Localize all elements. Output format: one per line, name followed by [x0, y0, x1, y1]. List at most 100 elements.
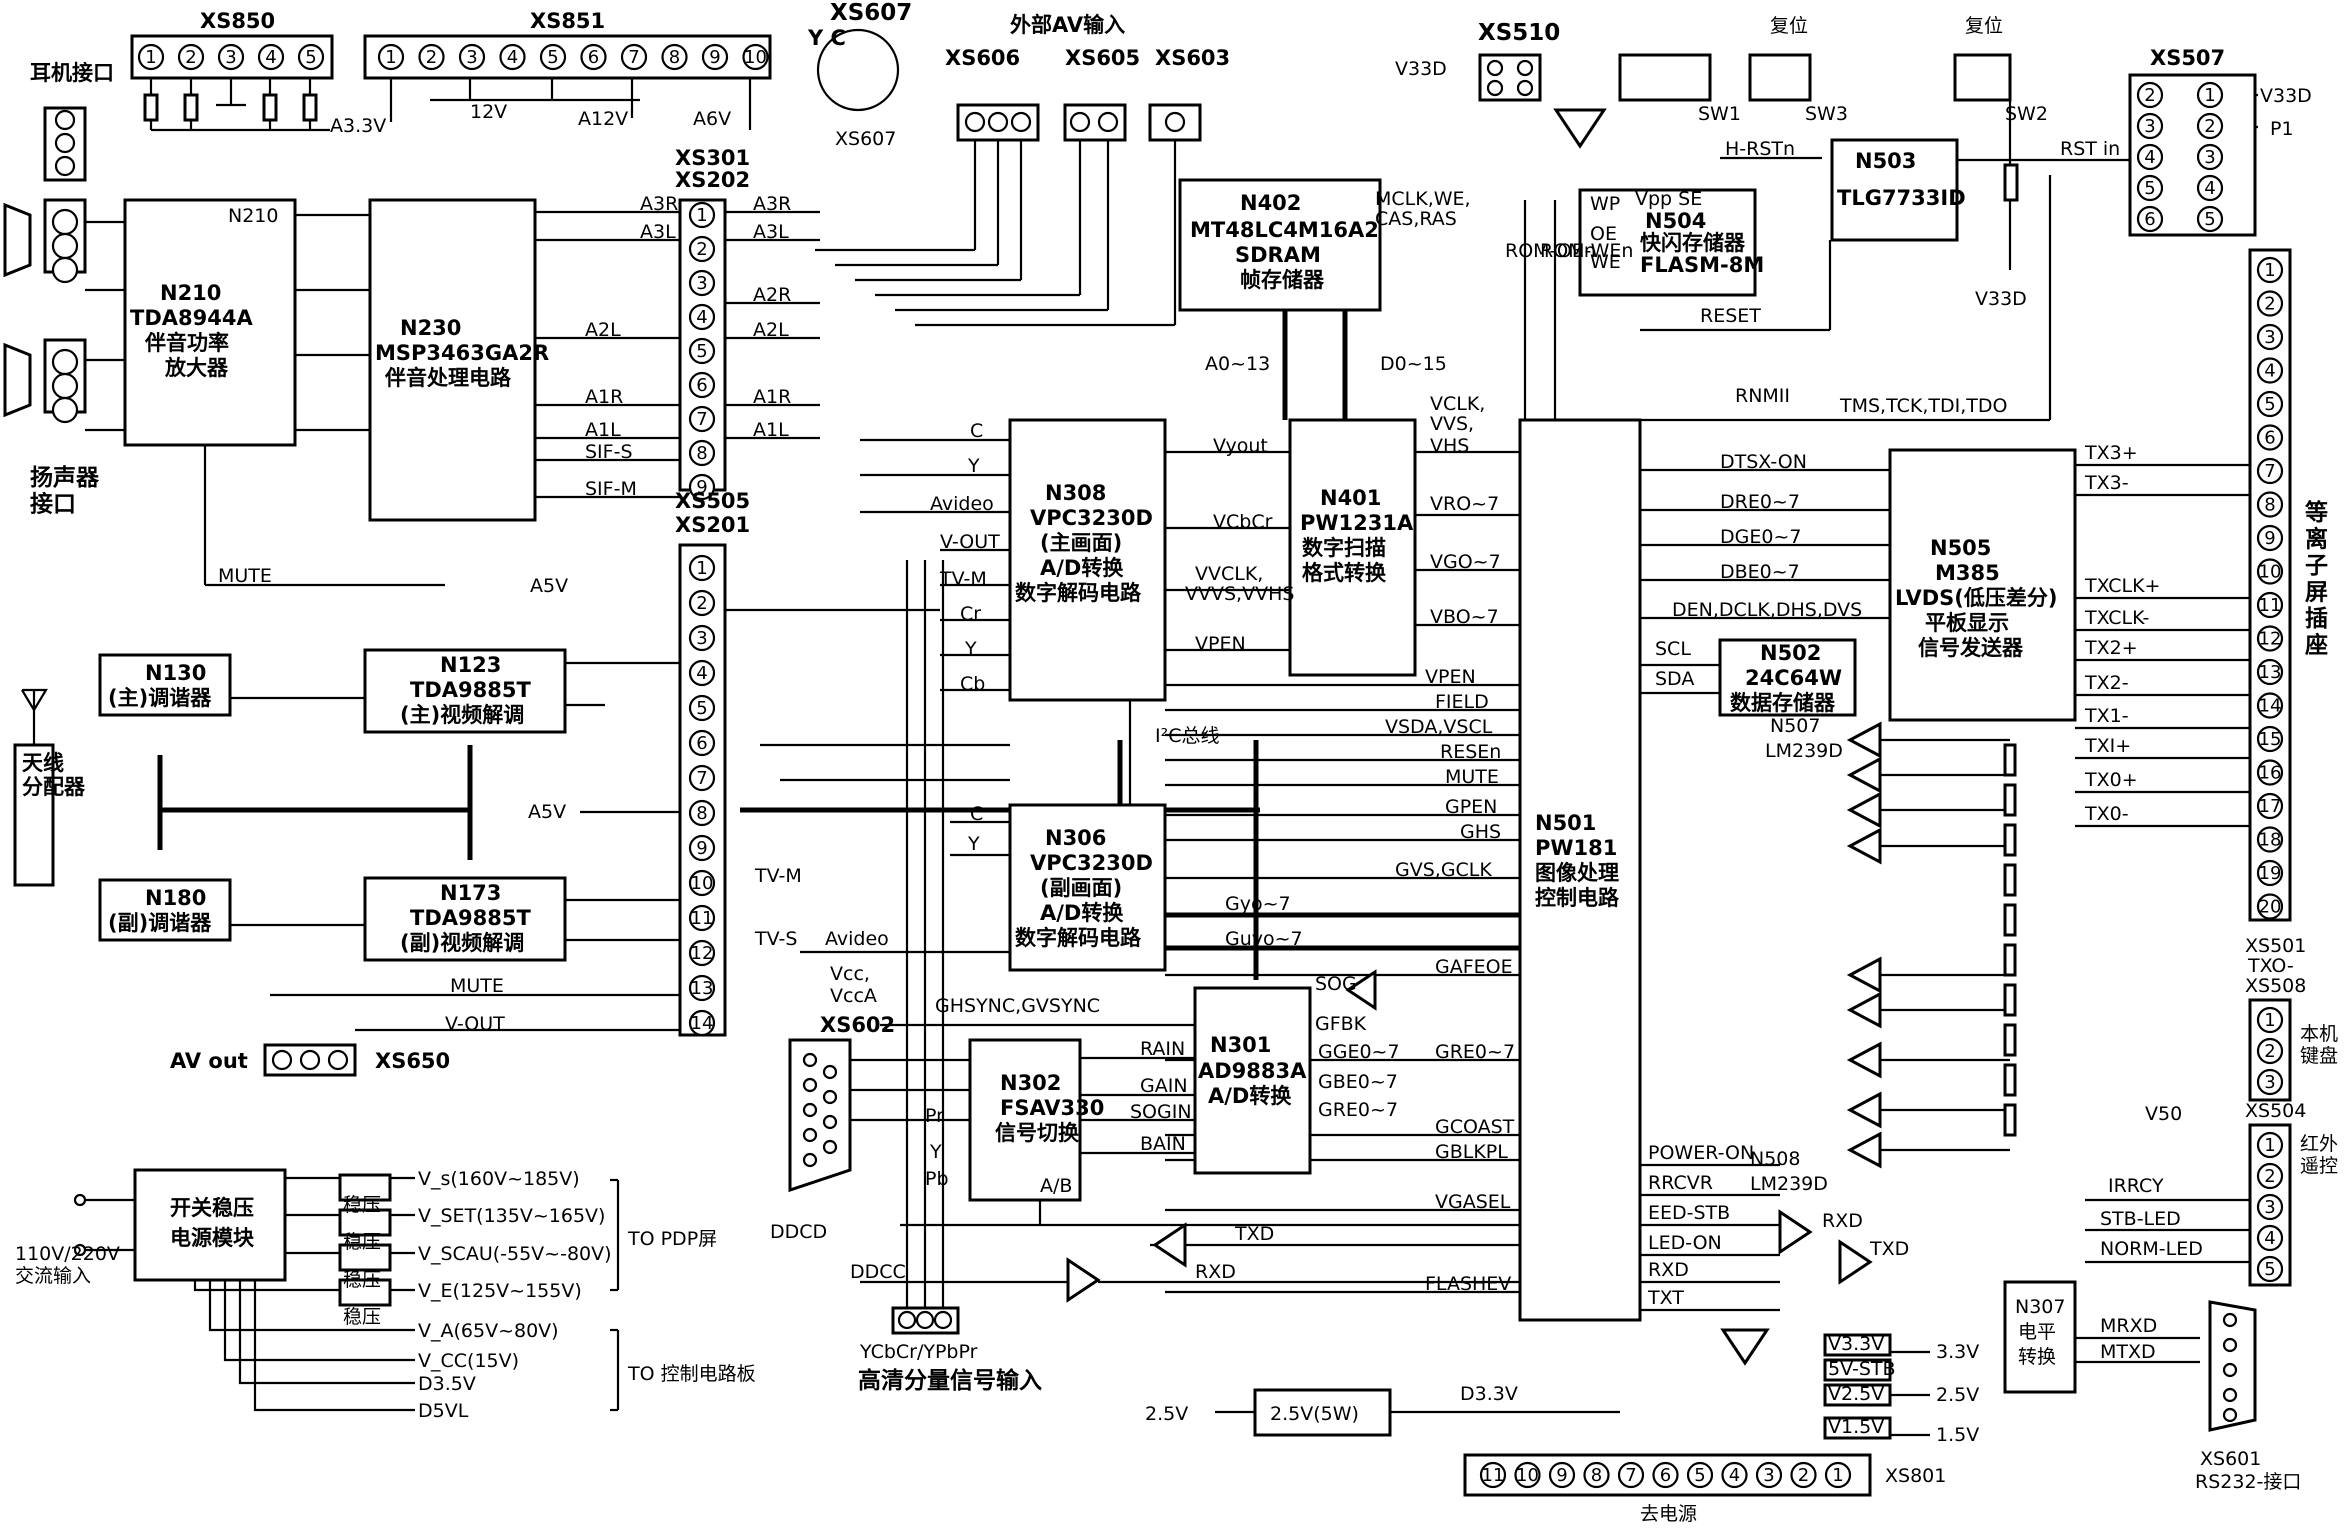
- blocks: [3, 28, 2292, 1497]
- xs607-label: XS607: [830, 0, 912, 26]
- sig-irrcy: IRRCY: [2108, 1175, 2164, 1197]
- regulator-box: [338, 1208, 392, 1237]
- n503-block: [1830, 138, 1959, 242]
- sig-flashev: FLASHEV: [1425, 1273, 1511, 1295]
- plasma-pin: [2256, 859, 2284, 887]
- sig-tx3p: TX3+: [2084, 442, 2138, 464]
- rxd-label: RXD: [1195, 1261, 1236, 1283]
- pin-number: 2: [2204, 116, 2215, 137]
- ir-label: 红外遥控: [2300, 1133, 2338, 1177]
- sig-resen: RESEn: [1440, 741, 1501, 763]
- reg-2v5-box: [1253, 1388, 1392, 1437]
- sig-guyo: Guyo~7: [1225, 928, 1303, 950]
- resistor: [183, 93, 199, 122]
- yc-label: Y C: [807, 26, 846, 50]
- xs507-b-pin: [2196, 174, 2224, 202]
- xs851-pin: [580, 43, 607, 71]
- n173-part: TDA9885T: [410, 906, 531, 930]
- comparator-icon: [1846, 827, 1882, 865]
- pin-number: 11: [691, 908, 714, 929]
- n402-desc2: 帧存储器: [1240, 268, 1325, 292]
- xs801-pin: [1514, 1461, 1541, 1489]
- pin-number: 1: [2204, 85, 2215, 106]
- n505-id: N505: [1930, 536, 1991, 560]
- pin-number: 2: [426, 47, 437, 68]
- xs504-pin: [2256, 1255, 2284, 1283]
- hd-label: 高清分量信号输入: [858, 1367, 1042, 1394]
- regulator-label: 稳压: [343, 1306, 381, 1328]
- v50-label: V50: [2145, 1103, 2182, 1125]
- pin-number: 8: [696, 443, 707, 464]
- pin-number: 4: [2264, 1228, 2275, 1249]
- xs507-a-pin: [2136, 143, 2164, 171]
- sw2-label: SW2: [2005, 103, 2048, 125]
- sig-bain: BAIN: [1140, 1133, 1186, 1155]
- xs606-label: XS606: [945, 46, 1020, 70]
- n504-desc2: FLASM-8M: [1640, 253, 1764, 277]
- plasma-pin: [2256, 323, 2284, 351]
- plasma-pin: [2256, 893, 2284, 920]
- xs850-pin: [177, 43, 205, 71]
- n502-desc: 数据存储器: [1730, 691, 1836, 715]
- pin-number: 6: [2144, 209, 2155, 230]
- n180-block: [98, 878, 232, 942]
- xs507-b-pin: [2196, 81, 2224, 109]
- sig-avideo2: Avideo: [825, 928, 889, 950]
- sig-vgasel: VGASEL: [1435, 1191, 1511, 1213]
- plasma-pin: [2256, 826, 2284, 853]
- sig-vpen: VPEN: [1195, 633, 1246, 655]
- pin-number: 5: [2264, 1259, 2275, 1280]
- xs507-b-pin: [2196, 143, 2224, 171]
- n504-block: [1578, 188, 1757, 297]
- pin-number: 9: [696, 477, 707, 498]
- reset-label: RESET: [1700, 305, 1761, 327]
- pin-number: 5: [1694, 1465, 1705, 1486]
- pin-number: 3: [2264, 327, 2275, 348]
- sig-romwe: ROM-WEn: [1540, 240, 1633, 262]
- av-out-label: AV out: [170, 1049, 248, 1073]
- n402-id: N402: [1240, 191, 1301, 215]
- sig-ghs: GHS: [1460, 821, 1501, 843]
- pin-number: 4: [1729, 1465, 1740, 1486]
- n230-desc1: 伴音处理电路: [384, 366, 512, 390]
- sig-ghsync: GHSYNC,GVSYNC: [935, 995, 1100, 1017]
- buffer-icon: [1838, 1239, 1873, 1285]
- pin-number: 9: [709, 47, 720, 68]
- n308-desc3: 数字解码电路: [1015, 581, 1142, 605]
- resistor: [2003, 823, 2017, 857]
- pin-number: 3: [2204, 147, 2215, 168]
- v33d-label-3: V33D: [2260, 85, 2312, 107]
- xs201-pin: [688, 659, 716, 687]
- sig-vyout: Vyout: [1213, 435, 1268, 457]
- xs202-pin: [688, 405, 716, 433]
- sig-sda: SDA: [1655, 668, 1694, 690]
- sig-vbo: VBO~7: [1430, 606, 1499, 628]
- pin-number: 9: [1556, 1465, 1567, 1486]
- n180-id: N180: [145, 886, 206, 910]
- n501-block: [1518, 418, 1642, 1322]
- vga-connector: [788, 1038, 852, 1193]
- sig-ab: A/B: [1040, 1175, 1072, 1197]
- pin-number: 10: [744, 47, 767, 68]
- xs851-label: XS851: [530, 9, 605, 33]
- xs851-pin: [701, 43, 729, 71]
- sig-c2: C: [970, 803, 983, 825]
- sig-vpp: Vpp SE: [1635, 188, 1702, 210]
- xs508-pin: [2256, 1006, 2284, 1034]
- xs801-pin: [1548, 1461, 1576, 1489]
- txo-label: TXO-: [2247, 955, 2294, 977]
- xs850-label: XS850: [200, 9, 275, 33]
- v12-label: 12V: [470, 101, 507, 123]
- xs507-b-pin: [2196, 205, 2224, 233]
- pin-number: 19: [2259, 863, 2282, 884]
- pin-number: 3: [2264, 1072, 2275, 1093]
- sig-dtsx: DTSX-ON: [1720, 451, 1807, 473]
- n210-block: [123, 198, 297, 447]
- sig-a3l: A3L: [640, 221, 676, 243]
- plasma-label: 等离子屏插座: [2305, 499, 2328, 658]
- xs201-pin: [688, 764, 716, 792]
- xs851-pin: [377, 43, 405, 71]
- buffer-icon: [1152, 1222, 1187, 1268]
- reset-switch-1: [1618, 53, 1712, 102]
- reset2-label: 复位: [1965, 15, 2003, 37]
